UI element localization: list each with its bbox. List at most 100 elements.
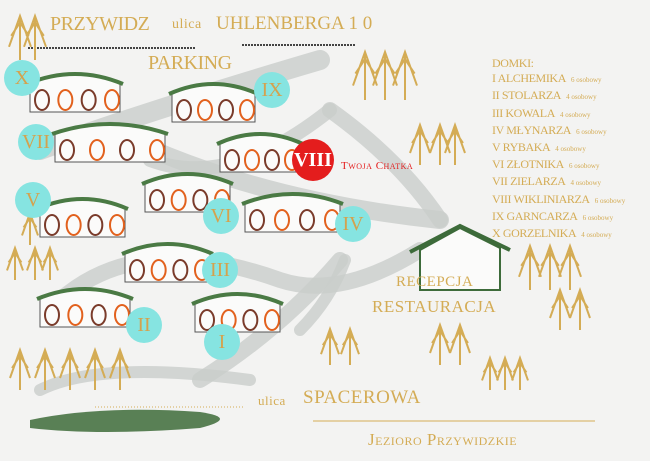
tree — [538, 243, 562, 290]
street-top-label: UHLENBERGA 1 0 — [216, 13, 373, 34]
legend-name: RYBAKA — [502, 140, 551, 155]
cabin-window — [149, 189, 165, 211]
footpath — [52, 242, 428, 308]
cabin-window — [244, 149, 260, 171]
cabin-window — [89, 139, 105, 161]
legend-num: III — [492, 105, 503, 120]
footpath — [294, 254, 351, 336]
legend-name: ALCHEMIKA — [497, 71, 567, 86]
legend-capacity: 4 osobowy — [570, 179, 602, 188]
cabin-window — [34, 89, 50, 111]
tree — [481, 355, 499, 390]
legend-capacity: 4 osobowy — [581, 231, 612, 240]
cabin-marker-x[interactable]: X — [4, 60, 40, 96]
legend-title: DOMKI: — [492, 56, 534, 70]
tree — [569, 287, 591, 330]
lake-label: Jezioro Przywidzkie — [368, 430, 518, 449]
street-bottom-prefix: ulica — [258, 393, 286, 408]
legend-capacity: 6 osobowy — [570, 76, 602, 85]
legend-name: STOLARZA — [501, 88, 562, 103]
cabin-roof — [241, 192, 344, 206]
cabin-window — [197, 99, 213, 121]
legend-num: IV — [492, 122, 504, 137]
cabin-window — [224, 149, 240, 171]
cabin-window — [67, 304, 84, 326]
cabin-marker-vi[interactable]: VI — [203, 198, 239, 234]
cabin-roof — [216, 132, 304, 146]
legend-capacity: 4 osobowy — [555, 145, 586, 154]
legend-capacity: 4 osobowy — [560, 110, 591, 119]
cabin-window — [218, 99, 234, 121]
legend-num: II — [492, 88, 500, 103]
tree — [549, 287, 571, 330]
tree — [392, 49, 418, 100]
footpath — [322, 102, 448, 228]
cabin-roof — [51, 122, 169, 136]
tree — [84, 347, 106, 390]
cabin-marker-ii[interactable]: II — [126, 307, 162, 343]
tree — [320, 326, 340, 365]
legend-name: ZŁOTNIKA — [506, 157, 564, 172]
cabin-window — [149, 139, 165, 161]
cabin-window — [44, 304, 60, 326]
cabin-window — [264, 149, 280, 171]
legend-name: KOWALA — [505, 105, 555, 120]
tree — [372, 49, 398, 100]
cabin-roof — [36, 287, 134, 301]
legend-num: VII — [492, 174, 508, 189]
cabin-window — [90, 304, 107, 326]
cabin-roof — [141, 172, 234, 186]
cabin-marker-vii[interactable]: VII — [18, 124, 54, 160]
town-label: PRZYWIDZ — [50, 13, 150, 35]
parking-label: PARKING — [148, 52, 232, 74]
tree — [26, 245, 44, 280]
tree — [23, 13, 47, 60]
legend-capacity: 6 osobowy — [576, 127, 607, 136]
lake-island — [30, 409, 220, 432]
cabin-marker-iv[interactable]: IV — [335, 206, 371, 242]
tree — [511, 355, 529, 390]
cabin-window — [150, 259, 167, 281]
cabin-window — [249, 209, 265, 231]
tree — [41, 245, 59, 280]
tree — [496, 355, 514, 390]
restaurant-label: RESTAURACJA — [372, 297, 497, 316]
cabin-window — [57, 89, 74, 111]
tree — [6, 245, 24, 280]
legend-num: IX — [492, 208, 504, 223]
cabin-marker-ix[interactable]: IX — [254, 72, 290, 108]
tree — [409, 122, 431, 165]
cabin-marker-iii[interactable]: III — [202, 252, 238, 288]
cabin-roof — [168, 82, 259, 96]
legend-capacity: 6 osobowy — [582, 213, 614, 222]
legend-capacity: 6 osobowy — [568, 162, 600, 171]
legend-num: X — [492, 226, 501, 241]
legend-num: I — [492, 71, 496, 86]
cabin-marker-v[interactable]: V — [15, 182, 51, 218]
tree — [109, 347, 131, 390]
tree — [340, 326, 360, 365]
reception-label: RECEPCJA — [396, 274, 474, 290]
cabin-marker-viii[interactable]: VIII — [292, 139, 334, 181]
cabin-marker-i[interactable]: I — [204, 324, 240, 360]
cabin-window — [170, 189, 187, 211]
legend-num: VI — [492, 157, 504, 172]
legend-capacity: 4 osobowy — [566, 93, 597, 102]
cabin-window — [129, 259, 145, 281]
cabin-window — [44, 214, 60, 236]
reception-roof — [409, 223, 511, 254]
legend-item: VI ZŁOTNIKA 6 osobowy — [492, 157, 648, 174]
cabin-window — [264, 309, 280, 331]
cabin-window — [104, 89, 120, 111]
legend-item: IX GARNCARZA 6 osobowy — [492, 209, 648, 226]
legend-name: WIKLINIARZA — [513, 191, 590, 206]
legend-name: GARNCARZA — [506, 208, 578, 223]
cabin-window — [172, 259, 189, 281]
tree — [429, 322, 451, 365]
